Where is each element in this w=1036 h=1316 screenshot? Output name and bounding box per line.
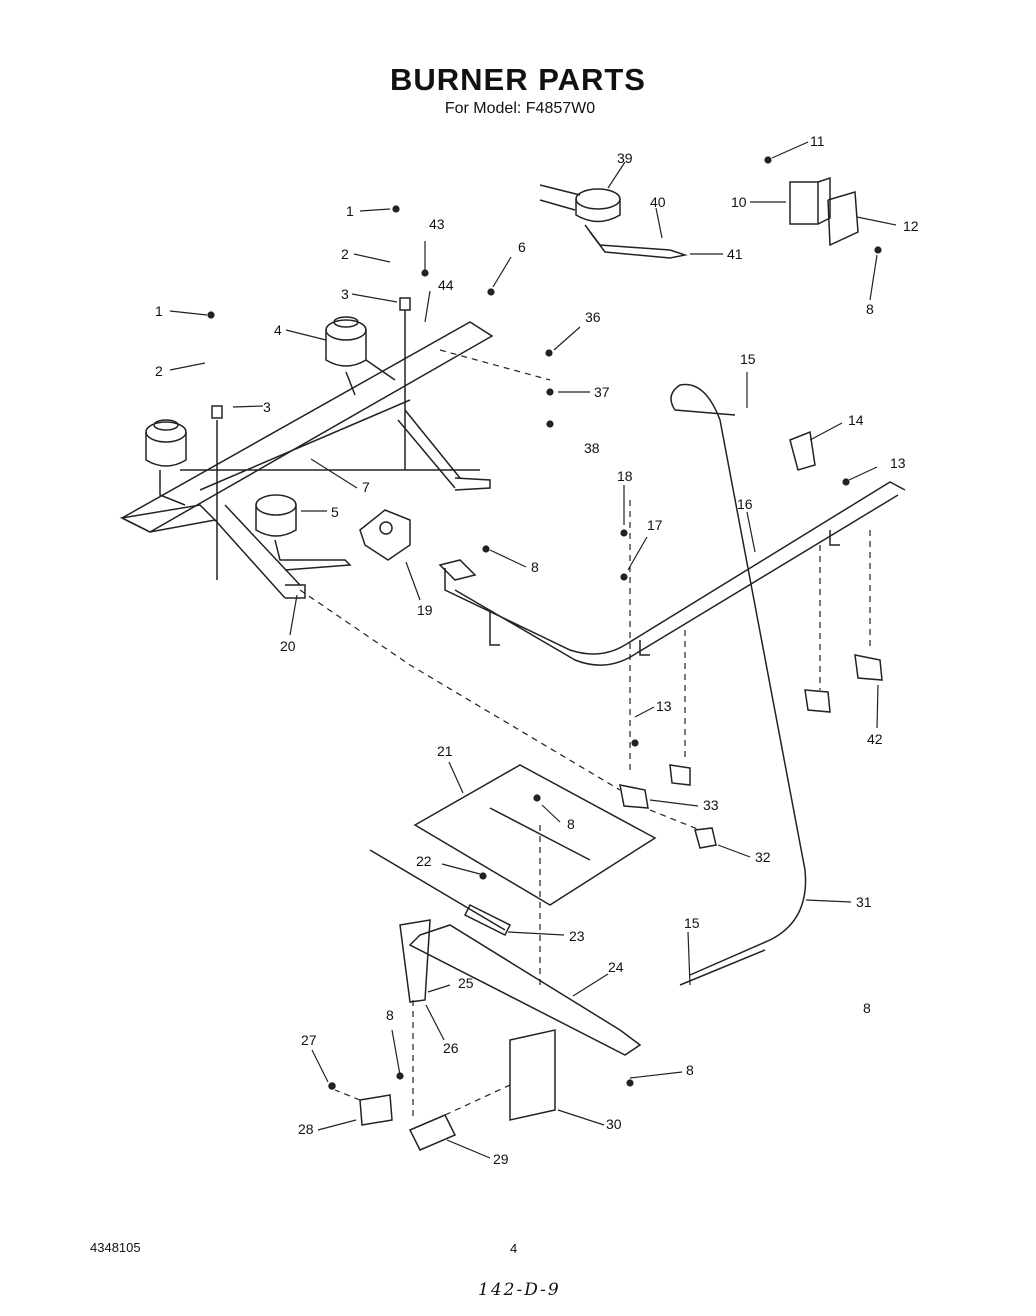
callout-label-3: 3 bbox=[341, 286, 349, 302]
callout-label-17: 17 bbox=[647, 517, 663, 533]
front-burner-tube bbox=[214, 504, 301, 599]
gas-line-tube bbox=[670, 383, 807, 976]
callout-label-2: 2 bbox=[341, 246, 349, 262]
rear-burner-tube bbox=[404, 409, 461, 479]
callout-label-8-repeat: 8 bbox=[567, 816, 575, 832]
callout-label-40: 40 bbox=[650, 194, 666, 210]
manifold-bracket-left bbox=[119, 504, 217, 533]
callout-label-31: 31 bbox=[856, 894, 872, 910]
pressure-regulator bbox=[359, 509, 411, 561]
callout-label-16: 16 bbox=[737, 496, 753, 512]
burner-head-front-right bbox=[255, 494, 297, 516]
callout-label-36: 36 bbox=[585, 309, 601, 325]
module-bracket bbox=[827, 191, 859, 247]
dashed-leaders bbox=[299, 349, 871, 1120]
callout-label-15: 15 bbox=[740, 351, 756, 367]
valve-14 bbox=[789, 430, 816, 471]
bracket-28 bbox=[359, 1094, 393, 1126]
burner-head-rear-left bbox=[325, 319, 367, 341]
valve-dome bbox=[575, 188, 621, 210]
callout-label-19: 19 bbox=[417, 602, 433, 618]
callout-label-14: 14 bbox=[848, 412, 864, 428]
callout-label-12: 12 bbox=[903, 218, 919, 234]
callout-label-28: 28 bbox=[298, 1121, 314, 1137]
callout-label-13: 13 bbox=[890, 455, 906, 471]
callout-label-1: 1 bbox=[346, 203, 354, 219]
callout-labels: 1243443463637383940411110128151413161817… bbox=[155, 133, 919, 1167]
callout-label-15-repeat: 15 bbox=[684, 915, 700, 931]
oven-ignitor-cover bbox=[509, 1029, 556, 1121]
callout-label-8-repeat: 8 bbox=[863, 1000, 871, 1016]
callout-label-4: 4 bbox=[274, 322, 282, 338]
callout-label-43: 43 bbox=[429, 216, 445, 232]
heat-deflector bbox=[413, 764, 657, 906]
callout-label-32: 32 bbox=[755, 849, 771, 865]
callout-label-30: 30 bbox=[606, 1116, 622, 1132]
callout-label-24: 24 bbox=[608, 959, 624, 975]
valve-33 bbox=[619, 784, 649, 809]
callout-label-37: 37 bbox=[594, 384, 610, 400]
burner-head-front-left bbox=[145, 421, 187, 443]
callout-label-26: 26 bbox=[443, 1040, 459, 1056]
callout-label-39: 39 bbox=[617, 150, 633, 166]
callout-label-2-repeat: 2 bbox=[155, 363, 163, 379]
ignitor-module bbox=[789, 181, 819, 225]
callout-label-1-repeat: 1 bbox=[155, 303, 163, 319]
callout-label-27: 27 bbox=[301, 1032, 317, 1048]
flame-spreader-wire bbox=[369, 849, 506, 931]
parts-artwork bbox=[119, 176, 906, 1151]
callout-label-8: 8 bbox=[866, 301, 874, 317]
clip-32 bbox=[694, 827, 717, 849]
callout-label-23: 23 bbox=[569, 928, 585, 944]
callout-label-25: 25 bbox=[458, 975, 474, 991]
callout-label-44: 44 bbox=[438, 277, 454, 293]
handwritten-code: 142-D-9 bbox=[478, 1280, 561, 1300]
callout-label-20: 20 bbox=[280, 638, 296, 654]
callout-label-8-repeat: 8 bbox=[686, 1062, 694, 1078]
callout-label-3-repeat: 3 bbox=[263, 399, 271, 415]
callout-label-11: 11 bbox=[810, 133, 825, 149]
callout-label-29: 29 bbox=[493, 1151, 509, 1167]
callout-label-18: 18 bbox=[617, 468, 633, 484]
part-number: 4348105 bbox=[90, 1240, 141, 1255]
page-number: 4 bbox=[510, 1241, 518, 1256]
callout-label-8-repeat: 8 bbox=[386, 1007, 394, 1023]
ignitor-base bbox=[408, 1114, 457, 1151]
callout-label-7: 7 bbox=[362, 479, 370, 495]
diagram-title: BURNER PARTS bbox=[390, 62, 646, 97]
electrode-rear bbox=[399, 297, 411, 311]
manifold-pipe bbox=[444, 481, 906, 655]
callout-arrows bbox=[169, 141, 897, 1159]
callout-label-42: 42 bbox=[867, 731, 883, 747]
electrode-front bbox=[211, 405, 223, 419]
callout-label-41: 41 bbox=[727, 246, 743, 262]
callout-label-8-repeat: 8 bbox=[531, 559, 539, 575]
callout-label-33: 33 bbox=[703, 797, 719, 813]
oven-burner-tube bbox=[408, 924, 642, 1056]
callout-label-13-repeat: 13 bbox=[656, 698, 672, 714]
callout-label-22: 22 bbox=[416, 853, 432, 869]
callout-label-5: 5 bbox=[331, 504, 339, 520]
callout-label-10: 10 bbox=[731, 194, 747, 210]
callout-label-6: 6 bbox=[518, 239, 526, 255]
model-subtitle: For Model: F4857W0 bbox=[444, 100, 596, 117]
callout-label-38: 38 bbox=[584, 440, 600, 456]
callout-label-21: 21 bbox=[437, 743, 453, 759]
valve-42 bbox=[854, 654, 883, 681]
